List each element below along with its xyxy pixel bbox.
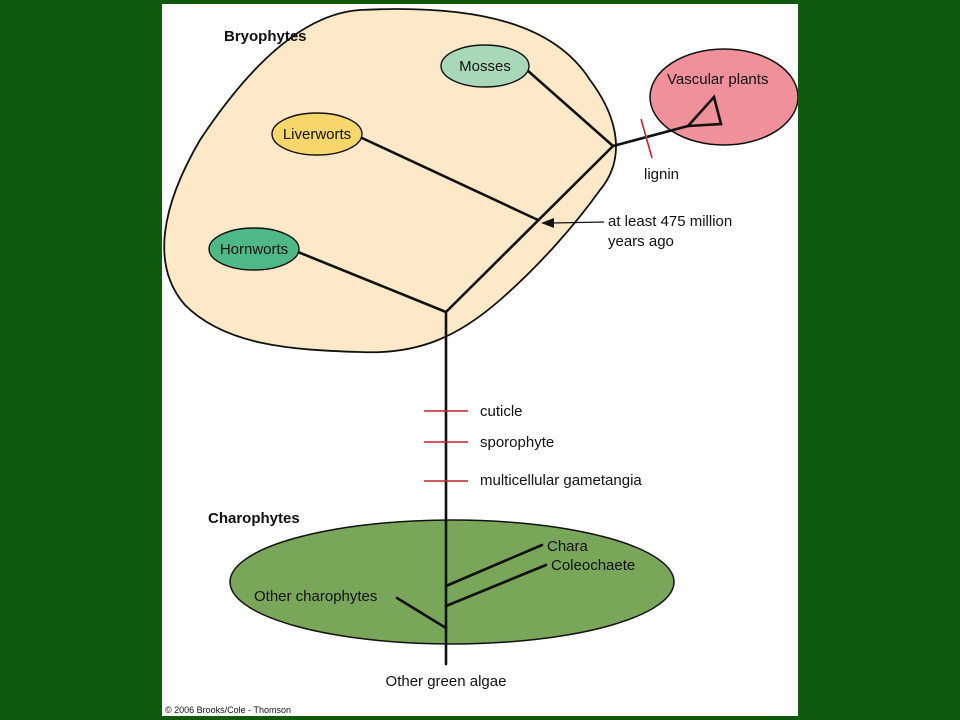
chara-label: Chara	[547, 538, 589, 555]
branch-to-chara	[444, 543, 544, 588]
age-arrow	[541, 218, 605, 228]
charophytes-region	[229, 519, 675, 645]
other-green-algae-label: Other green algae	[386, 673, 507, 690]
bryophytes-region	[163, 8, 617, 354]
phylogenetic-tree	[296, 68, 690, 666]
branch-to-other-charophytes	[395, 596, 448, 630]
hornworts-oval	[208, 227, 300, 271]
coleochaete-label: Coleochaete	[551, 557, 635, 574]
branch-to-mosses	[525, 68, 615, 148]
vascular-plants-region	[649, 48, 798, 146]
branch-to-liverworts	[360, 136, 540, 222]
age-label-line2: years ago	[608, 233, 674, 250]
mosses-oval	[440, 44, 530, 88]
phylogeny-diagram: Bryophytes Charophytes Mosses Liverworts…	[163, 8, 798, 715]
charophytes-label: Charophytes	[208, 510, 300, 527]
branch-to-land-plants	[444, 144, 615, 314]
branch-to-coleochaete	[444, 563, 548, 608]
other-charophytes-label: Other charophytes	[254, 588, 377, 605]
liverworts-oval	[271, 112, 363, 156]
bryophytes-label: Bryophytes	[224, 28, 307, 45]
cuticle-label: cuticle	[480, 403, 523, 420]
vascular-plants-label: Vascular plants	[667, 71, 768, 88]
lignin-marker	[640, 118, 653, 159]
mosses-label: Mosses	[459, 58, 511, 75]
vascular-clade-triangle	[684, 94, 723, 128]
trait-markers	[424, 118, 653, 482]
sporophyte-label: sporophyte	[480, 434, 554, 451]
branch-to-hornworts	[296, 250, 448, 314]
gametangia-label: multicellular gametangia	[480, 472, 642, 489]
copyright-notice: © 2006 Brooks/Cole - Thomson	[165, 705, 291, 715]
age-label-line1: at least 475 million	[608, 213, 732, 230]
lignin-label: lignin	[644, 166, 679, 183]
liverworts-label: Liverworts	[283, 126, 351, 143]
hornworts-label: Hornworts	[220, 241, 288, 258]
slide: Bryophytes Charophytes Mosses Liverworts…	[162, 4, 798, 716]
branch-to-vascular-plants	[611, 124, 690, 148]
